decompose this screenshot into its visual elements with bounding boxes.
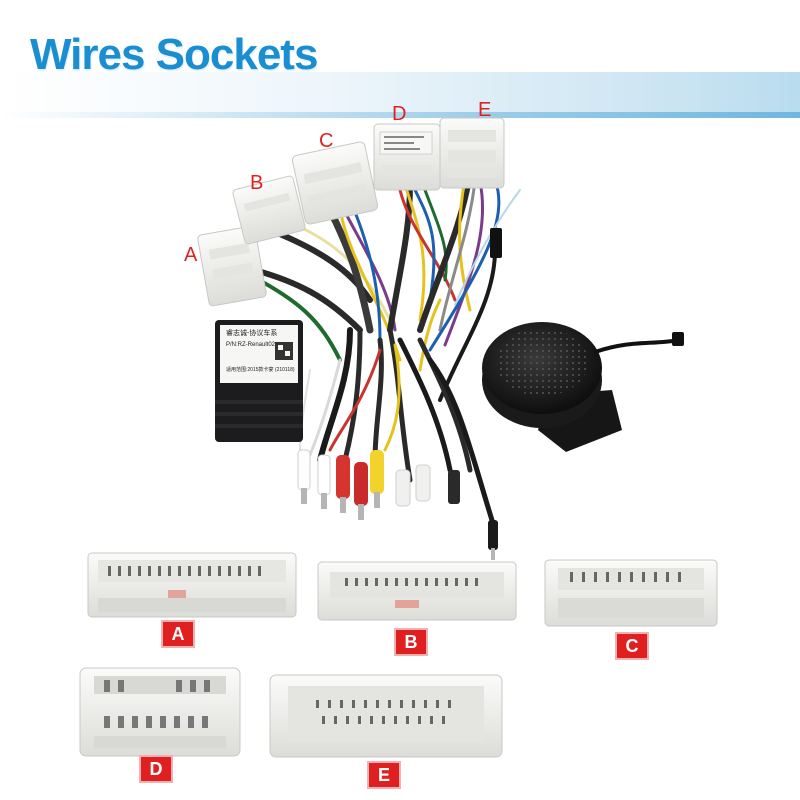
socket-photo-c bbox=[544, 559, 718, 627]
harness-connector-c bbox=[291, 141, 379, 225]
decoder-label-line1: 睿志诚-协议车系 bbox=[226, 330, 278, 337]
title-banner bbox=[0, 28, 800, 118]
harness-label-d: D bbox=[392, 103, 407, 125]
socket-label-e: E bbox=[369, 763, 399, 787]
socket-photo-a bbox=[87, 552, 297, 618]
rca-plugs bbox=[297, 228, 502, 560]
decoder-label-line3: 适用范围:2015款卡宴 (210118) bbox=[226, 367, 295, 373]
harness-connector-b bbox=[232, 175, 306, 245]
page-title: Wires Sockets bbox=[30, 30, 318, 79]
socket-photo-d bbox=[79, 667, 241, 757]
harness-label-b: B bbox=[250, 172, 264, 194]
harness-label-a: A bbox=[184, 244, 198, 266]
socket-label-a: A bbox=[163, 622, 193, 646]
wire-bundle bbox=[232, 172, 521, 533]
harness-label-c: C bbox=[319, 130, 334, 152]
harness-connector-e bbox=[439, 117, 505, 189]
socket-label-d: D bbox=[141, 757, 171, 781]
speaker-module bbox=[482, 322, 684, 452]
title-band bbox=[0, 72, 800, 112]
can-decoder-box bbox=[215, 320, 303, 442]
title-stripe bbox=[0, 112, 800, 118]
socket-label-c: C bbox=[617, 634, 647, 658]
harness-label-e: E bbox=[478, 99, 492, 121]
harness-connector-d bbox=[373, 123, 441, 191]
socket-label-b: B bbox=[396, 630, 426, 654]
socket-photo-b bbox=[317, 561, 517, 621]
decoder-label-line2: P/N:RZ-Renault02 bbox=[226, 342, 276, 348]
harness-connector-a bbox=[197, 225, 267, 307]
socket-photo-e bbox=[269, 674, 503, 758]
